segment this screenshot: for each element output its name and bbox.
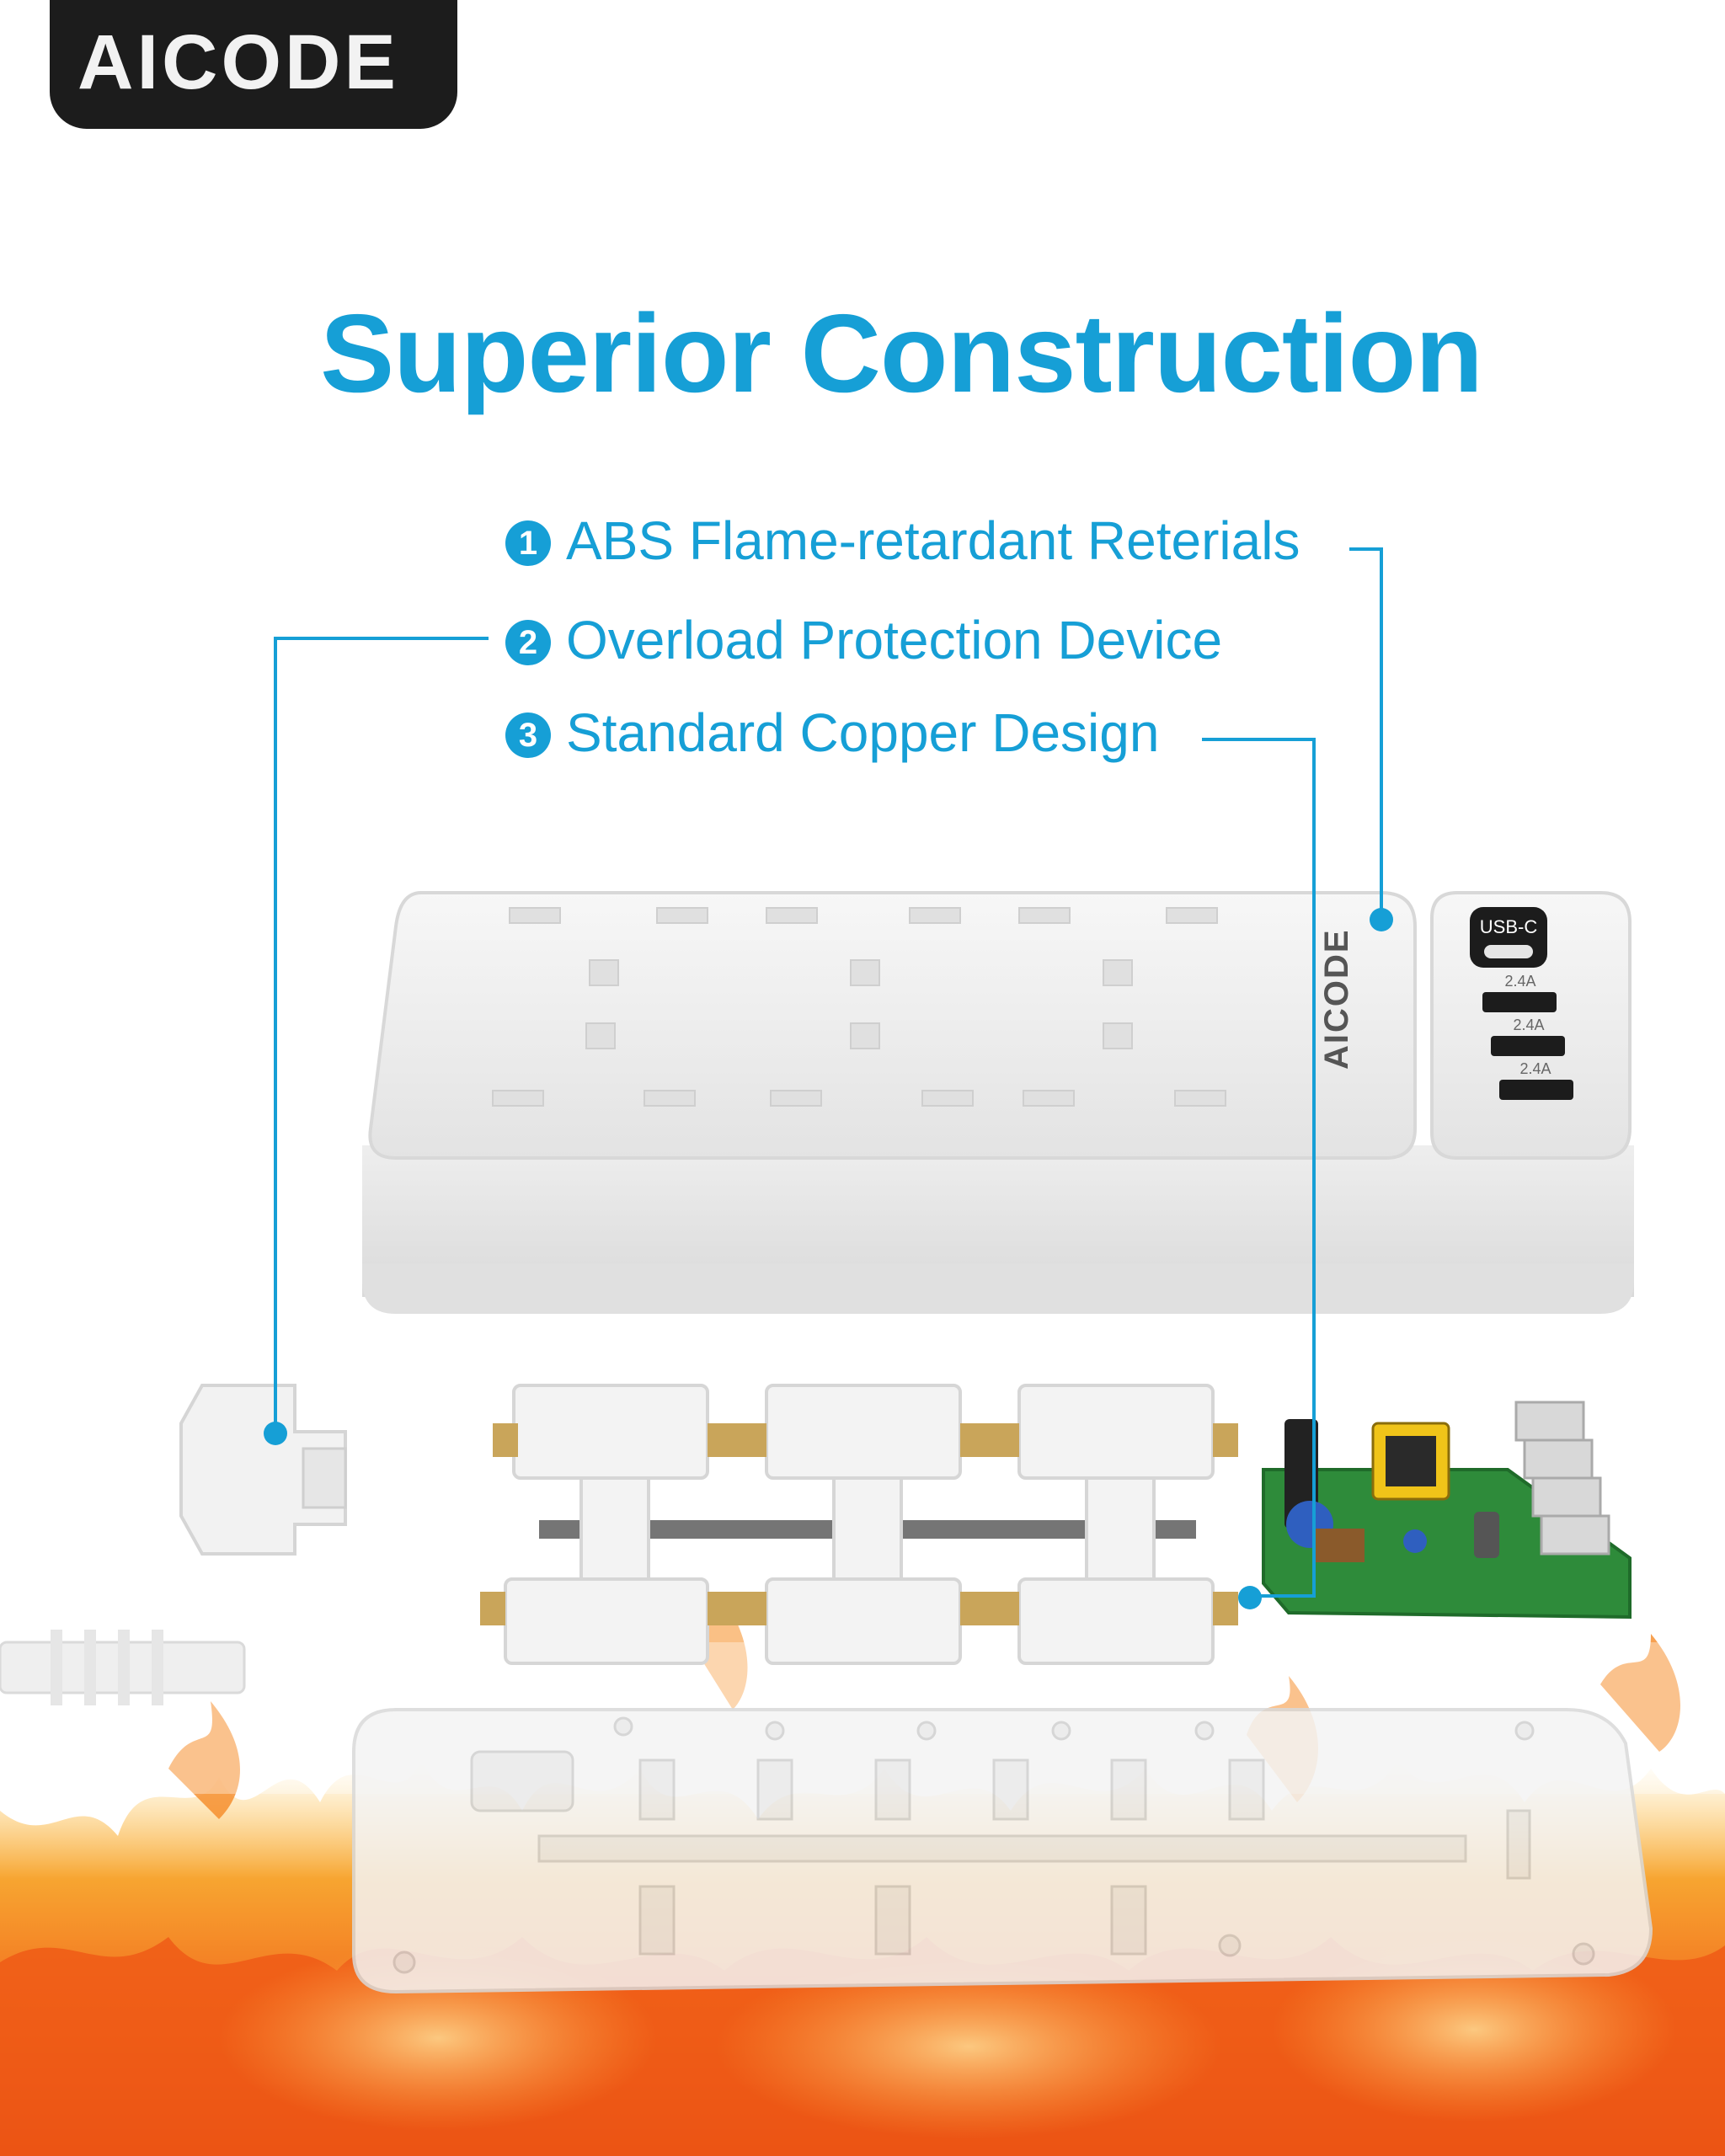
product-logo: AICODE	[1318, 928, 1355, 1070]
callout-dot-abs	[1370, 908, 1393, 931]
logo-badge	[50, 0, 457, 129]
pcb-board	[1262, 1401, 1632, 1620]
power-strip-top	[362, 891, 1634, 1314]
feature-number-badge: 1	[505, 520, 551, 566]
bottom-housing	[352, 1708, 1653, 1994]
usb-port-rating: 2.4A	[1513, 1017, 1544, 1033]
power-cord	[0, 1630, 246, 1705]
feature-label: ABS Flame-retardant Reterials	[566, 510, 1300, 571]
callout-dots	[264, 908, 1393, 1609]
callout-dot-copper	[1238, 1586, 1262, 1609]
feature-overload-protection: 2 Overload Protection Device	[505, 606, 1222, 674]
feature-label: Standard Copper Design	[566, 702, 1160, 763]
callout-lines	[274, 547, 1383, 1598]
usb-port-rating: 2.4A	[1504, 973, 1535, 990]
brand-logo: AICODE	[77, 19, 399, 105]
feature-label: Overload Protection Device	[566, 610, 1223, 670]
usb-c-label: USB-C	[1480, 916, 1538, 937]
feature-abs-material: 1 ABS Flame-retardant Reterials	[505, 507, 1300, 574]
overload-switch	[179, 1384, 347, 1556]
feature-copper-design: 3 Standard Copper Design	[505, 699, 1159, 766]
copper-socket-assembly	[480, 1384, 1238, 1665]
page-title: Superior Construction	[320, 291, 1483, 415]
feature-number-badge: 3	[505, 712, 551, 758]
callout-dot-overload	[264, 1422, 287, 1445]
usb-port-rating: 2.4A	[1519, 1060, 1551, 1077]
feature-number-badge: 2	[505, 620, 551, 665]
